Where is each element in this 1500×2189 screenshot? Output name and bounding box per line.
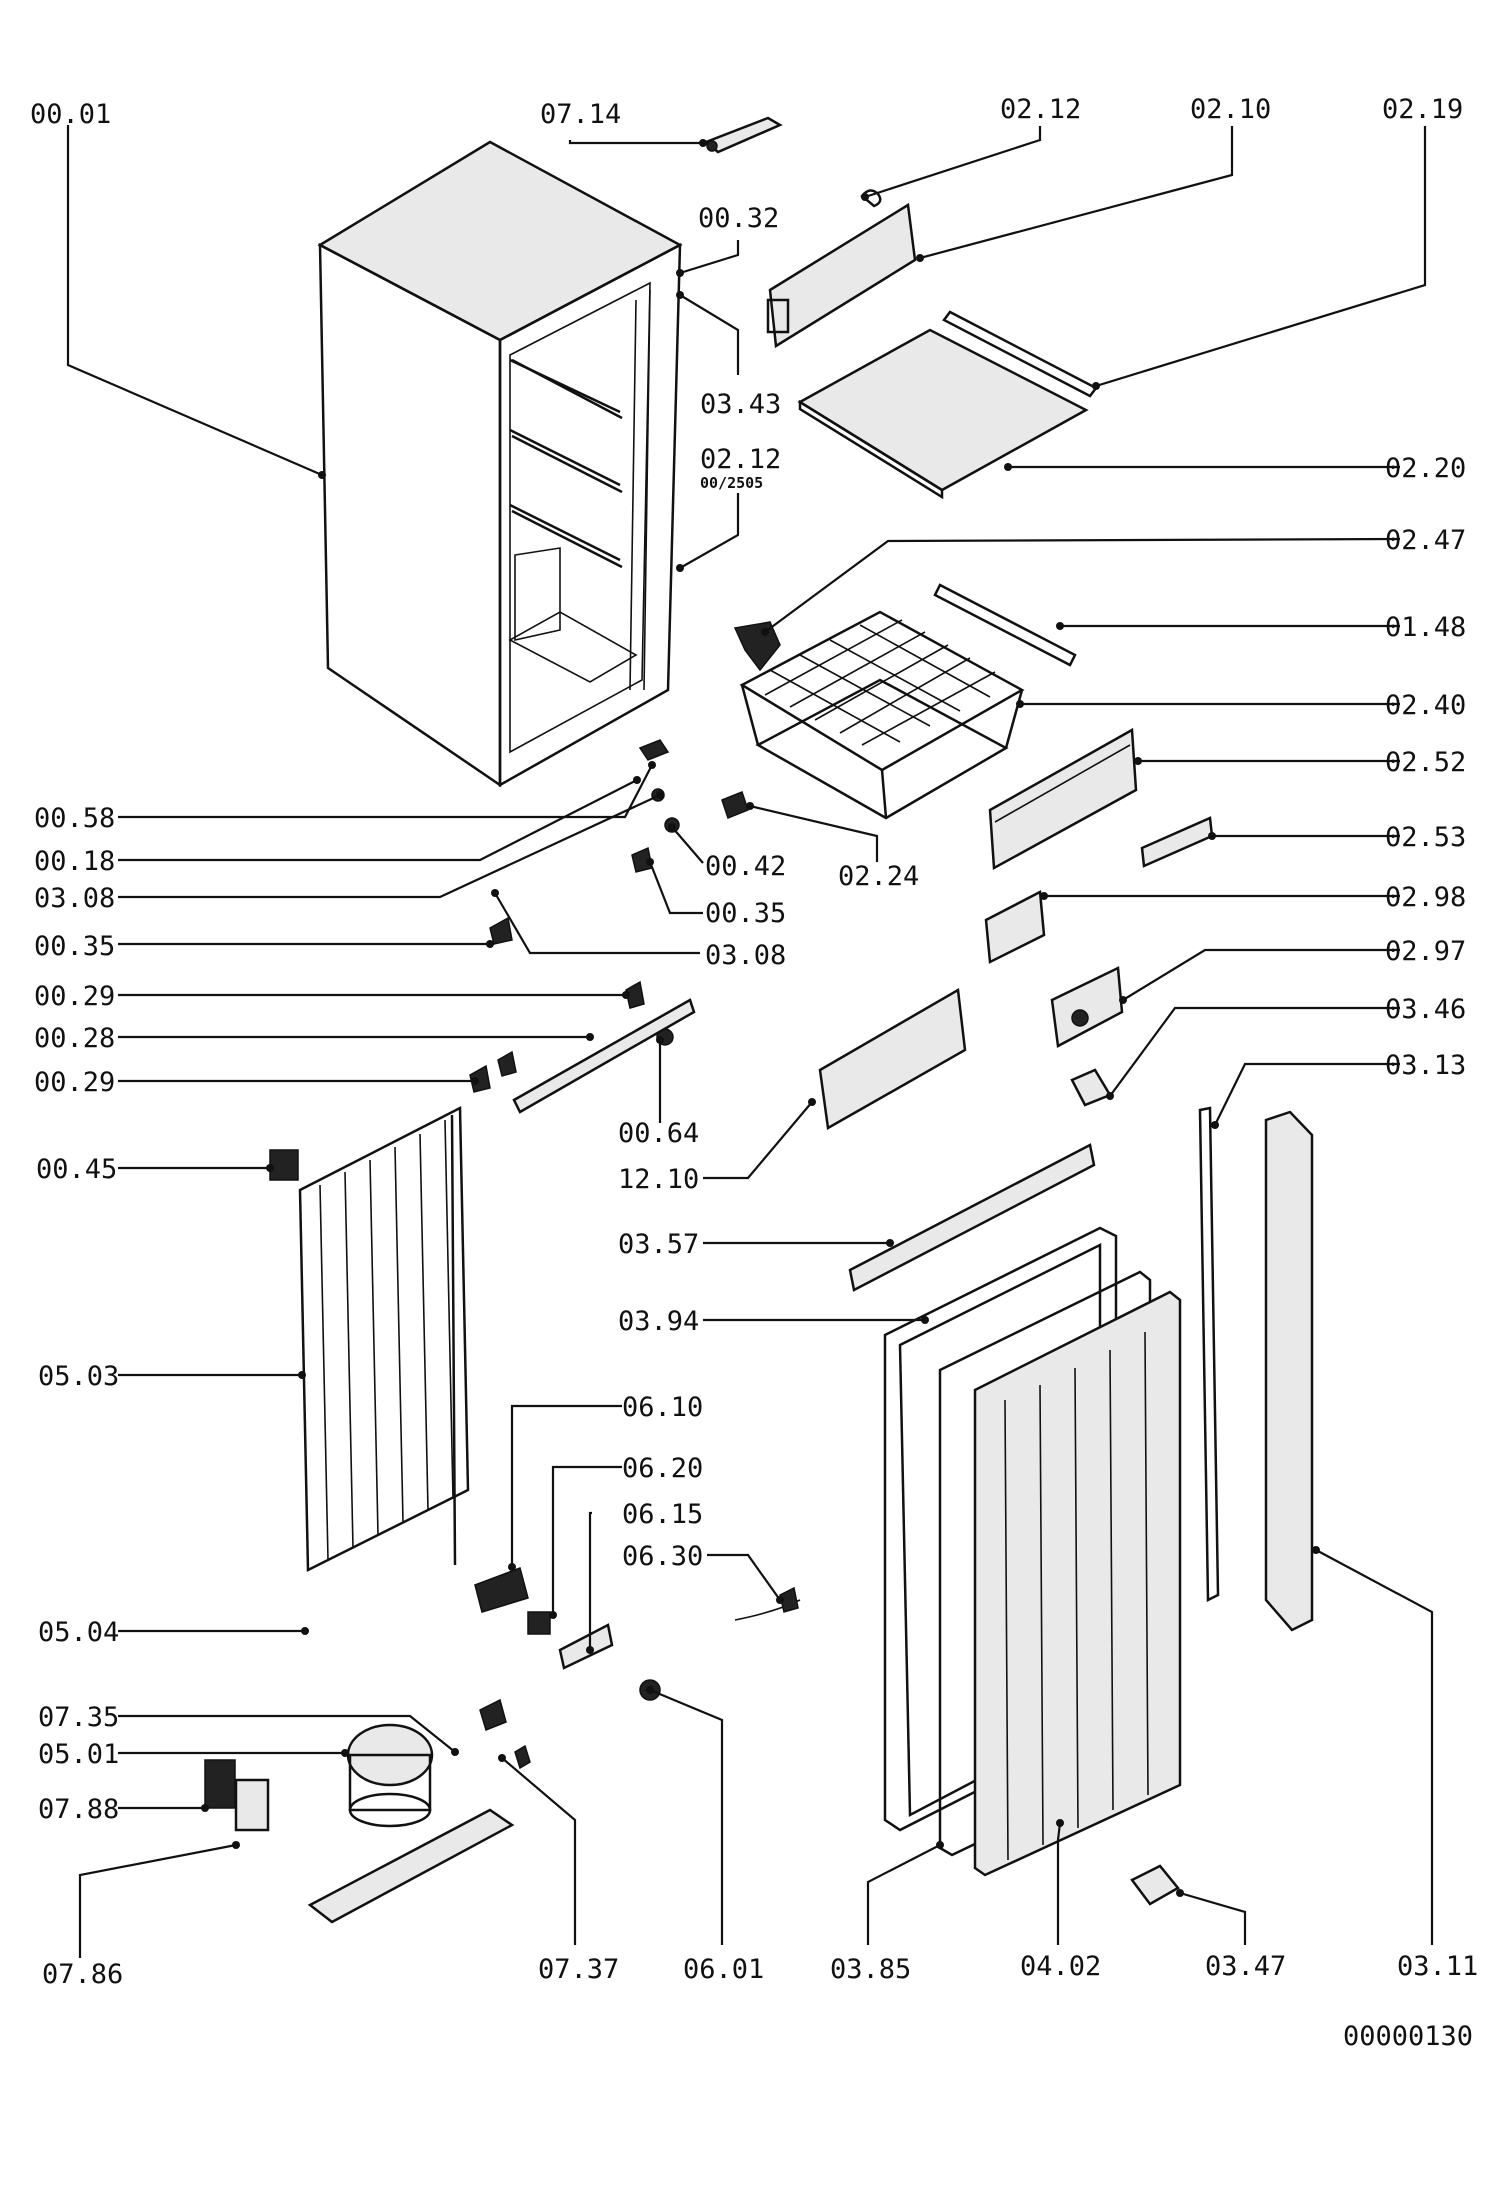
basket-rail-part — [933, 583, 1077, 667]
thermostat-part — [1050, 966, 1124, 1048]
callout-04-02: 04.02 — [1020, 1951, 1101, 1982]
door-liner-part — [973, 1290, 1182, 1877]
freezer-flap-part — [766, 202, 917, 349]
ice-scraper-part — [733, 621, 781, 672]
callout-06-15: 06.15 — [622, 1499, 703, 1530]
cover-panel-part — [818, 987, 967, 1130]
compressor-part — [346, 1723, 434, 1828]
callout-07-37: 07.37 — [538, 1954, 619, 1985]
relay-cover-part — [204, 1759, 270, 1832]
shelf-rail-part — [942, 310, 1098, 398]
callout-00-29-b: 00.29 — [34, 1067, 115, 1098]
foot-part — [1130, 1864, 1180, 1906]
top-hinge-part — [703, 116, 783, 154]
callout-00-29: 00.29 — [34, 981, 115, 1012]
leader-dots — [201, 139, 1320, 1897]
callout-00-42: 00.42 — [705, 851, 786, 882]
relay-parts — [474, 1567, 801, 1770]
callout-06-01: 06.01 — [683, 1954, 764, 1985]
callout-00-35: 00.35 — [34, 931, 115, 962]
callout-03-57: 03.57 — [618, 1229, 699, 1260]
callout-02-19: 02.19 — [1382, 94, 1463, 125]
callout-02-52: 02.52 — [1385, 747, 1466, 778]
lower-hinge-parts — [269, 739, 749, 1181]
callout-02-10: 02.10 — [1190, 94, 1271, 125]
callout-05-01: 05.01 — [38, 1739, 119, 1770]
callout-labels: 00.01 07.14 02.12 02.10 02.19 00.32 03.4… — [30, 94, 1478, 1990]
callout-02-47: 02.47 — [1385, 525, 1466, 556]
cover-plate-part — [984, 890, 1046, 964]
callout-06-30: 06.30 — [622, 1541, 703, 1572]
callout-02-24: 02.24 — [838, 861, 919, 892]
callout-03-43: 03.43 — [700, 389, 781, 420]
clip-part — [860, 189, 882, 208]
callout-07-86: 07.86 — [42, 1959, 123, 1990]
callout-00-58: 00.58 — [34, 803, 115, 834]
vertical-seal-part — [1198, 1106, 1220, 1603]
callout-03-47: 03.47 — [1205, 1951, 1286, 1982]
handle-part — [1140, 816, 1214, 868]
callout-00-32: 00.32 — [698, 203, 779, 234]
leader-lines — [66, 125, 1434, 1958]
callout-02-53: 02.53 — [1385, 822, 1466, 853]
callout-06-20: 06.20 — [622, 1453, 703, 1484]
door-strip-part — [848, 1143, 1096, 1292]
compressor-base-part — [307, 1808, 515, 1924]
glass-shelf-part — [797, 328, 1089, 500]
bracket-part — [1070, 1068, 1112, 1107]
callout-03-08-b: 03.08 — [705, 940, 786, 971]
callout-03-08: 03.08 — [34, 883, 115, 914]
door-profile-part — [1264, 1110, 1314, 1632]
callout-03-13: 03.13 — [1385, 1050, 1466, 1081]
callout-00-45: 00.45 — [36, 1154, 117, 1185]
callout-00-28: 00.28 — [34, 1023, 115, 1054]
callout-05-04: 05.04 — [38, 1617, 119, 1648]
callout-06-10: 06.10 — [622, 1392, 703, 1423]
cabinet-part — [317, 140, 683, 788]
callout-01-48: 01.48 — [1385, 612, 1466, 643]
callout-02-97: 02.97 — [1385, 936, 1466, 967]
callout-02-12: 02.12 — [1000, 94, 1081, 125]
callout-02-12-b: 02.12 — [700, 444, 781, 475]
callout-07-14: 07.14 — [540, 99, 621, 130]
callout-03-94: 03.94 — [618, 1306, 699, 1337]
freezer-basket-part — [739, 610, 1025, 820]
callout-00-01: 00.01 — [30, 99, 111, 130]
condenser-part — [298, 1105, 470, 1573]
callout-00-35-b: 00.35 — [705, 898, 786, 929]
callout-07-35: 07.35 — [38, 1702, 119, 1733]
callout-02-98: 02.98 — [1385, 882, 1466, 913]
callout-12-10: 12.10 — [618, 1164, 699, 1195]
callout-00-2505: 00/2505 — [700, 474, 763, 492]
callout-07-88: 07.88 — [38, 1794, 119, 1825]
callout-02-40: 02.40 — [1385, 690, 1466, 721]
basket-front-part — [988, 727, 1138, 871]
callout-03-46: 03.46 — [1385, 994, 1466, 1025]
callout-03-11: 03.11 — [1397, 1951, 1478, 1982]
callout-02-20: 02.20 — [1385, 453, 1466, 484]
callout-00-64: 00.64 — [618, 1118, 699, 1149]
drawing-number: 00000130 — [1343, 2021, 1473, 2052]
hinge-strip-part — [512, 998, 696, 1114]
callout-03-85: 03.85 — [830, 1954, 911, 1985]
callout-05-03: 05.03 — [38, 1361, 119, 1392]
callout-00-18: 00.18 — [34, 846, 115, 877]
